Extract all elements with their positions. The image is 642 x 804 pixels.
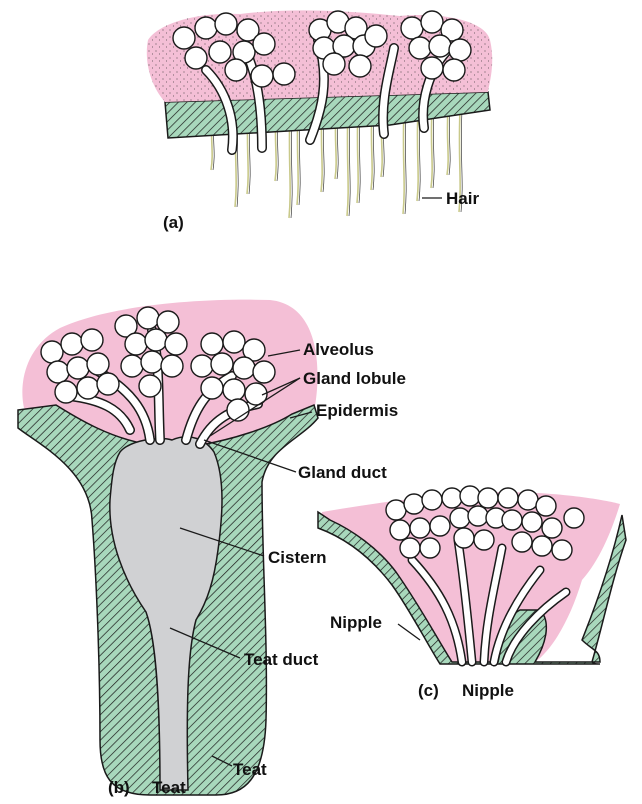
alveolus [209, 41, 231, 63]
nipple-label: Nipple [330, 613, 382, 632]
alveolus [141, 351, 163, 373]
alveolus [430, 516, 450, 536]
hair-strand-edge [405, 110, 406, 214]
alveolus [81, 329, 103, 351]
alveolus [443, 59, 465, 81]
cistern-label: Cistern [268, 548, 327, 567]
hair-label: Hair [446, 189, 479, 208]
alveolus [253, 361, 275, 383]
alveolus [77, 377, 99, 399]
alveolus [502, 510, 522, 530]
alveolus [195, 17, 217, 39]
alveolus [409, 37, 431, 59]
hair-strand [417, 110, 418, 201]
alveolus [564, 508, 584, 528]
alveolus [401, 17, 423, 39]
epidermis-label: Epidermis [316, 401, 398, 420]
hair-strand-edge [433, 110, 434, 188]
alveolus [429, 35, 451, 57]
panel-b-label: (b) [108, 778, 130, 797]
alveolus [55, 381, 77, 403]
alveolus [410, 518, 430, 538]
alveolus [349, 55, 371, 77]
hair-strand [403, 110, 404, 214]
alveolus [518, 490, 538, 510]
alveolus [478, 488, 498, 508]
alveolus [137, 307, 159, 329]
alveolus [223, 331, 245, 353]
alveolus [386, 500, 406, 520]
alveolus [223, 379, 245, 401]
nipple-leader [398, 624, 420, 640]
panel-c: Nipple (c) Nipple [318, 486, 626, 700]
alveolus [536, 496, 556, 516]
alveolus [474, 530, 494, 550]
alveolus [233, 357, 255, 379]
alveolus [273, 63, 295, 85]
alveolus [253, 33, 275, 55]
alveolus-label: Alveolus [303, 340, 374, 359]
hair-strand [431, 110, 432, 188]
alveolus [215, 13, 237, 35]
alveolus [468, 506, 488, 526]
panel-a-label: (a) [163, 213, 184, 232]
alveolus [225, 59, 247, 81]
alveolus [552, 540, 572, 560]
alveolus [47, 361, 69, 383]
hair-strand-edge [449, 110, 450, 175]
panel-c-caption: Nipple [462, 681, 514, 700]
alveolus [365, 25, 387, 47]
alveolus [211, 353, 233, 375]
alveolus [201, 333, 223, 355]
alveolus [522, 512, 542, 532]
alveolus [450, 508, 470, 528]
alveolus [165, 333, 187, 355]
panel-b: Alveolus Gland lobule Epidermis Gland du… [18, 300, 406, 797]
alveolus [323, 53, 345, 75]
teat-label: Teat [233, 760, 267, 779]
alveolus [87, 353, 109, 375]
alveolus [67, 357, 89, 379]
panel-a: Hair (a) [147, 10, 492, 232]
alveolus [421, 57, 443, 79]
alveolus [421, 11, 443, 33]
alveolus [251, 65, 273, 87]
alveolus [420, 538, 440, 558]
alveolus [161, 355, 183, 377]
alveolus [121, 355, 143, 377]
alveolus [512, 532, 532, 552]
alveolus [145, 329, 167, 351]
alveolus [532, 536, 552, 556]
teat-duct-label: Teat duct [244, 650, 319, 669]
alveolus [201, 377, 223, 399]
alveolus [460, 486, 480, 506]
gland-duct-label: Gland duct [298, 463, 387, 482]
alveolus [542, 518, 562, 538]
alveolus [442, 488, 462, 508]
alveolus [41, 341, 63, 363]
alveolus [97, 373, 119, 395]
alveolus [449, 39, 471, 61]
gland-lobule-label: Gland lobule [303, 369, 406, 388]
alveolus [390, 520, 410, 540]
alveolus [498, 488, 518, 508]
alveolus [125, 333, 147, 355]
alveolus [139, 375, 161, 397]
alveolus [404, 494, 424, 514]
alveolus [454, 528, 474, 548]
alveolus [185, 47, 207, 69]
hair-strand [447, 110, 448, 175]
alveolus [400, 538, 420, 558]
panel-c-label: (c) [418, 681, 439, 700]
panel-b-caption: Teat [152, 778, 186, 797]
alveolus [61, 333, 83, 355]
alveolus [422, 490, 442, 510]
alveolus [173, 27, 195, 49]
alveolus [191, 355, 213, 377]
